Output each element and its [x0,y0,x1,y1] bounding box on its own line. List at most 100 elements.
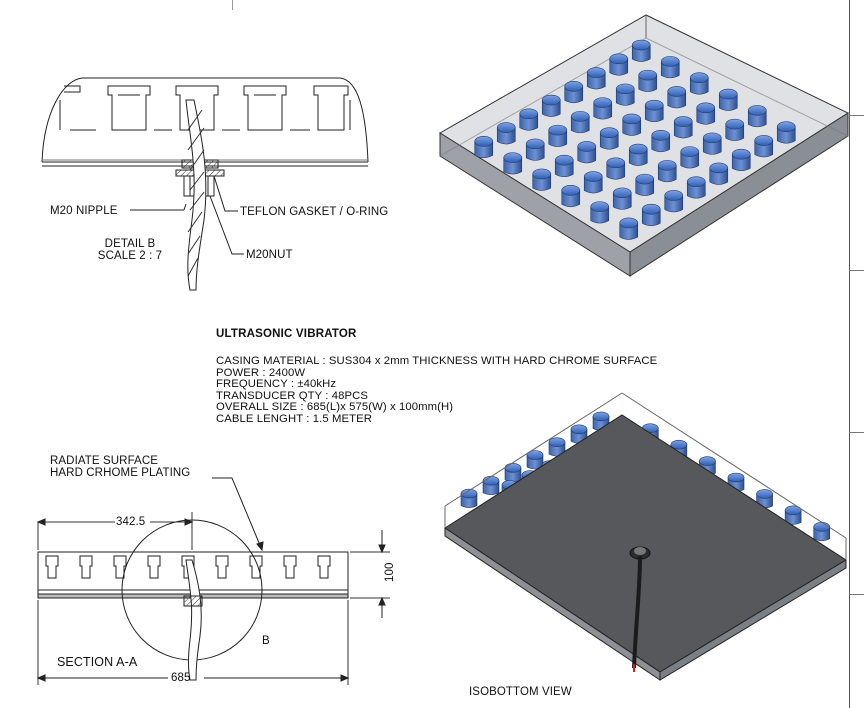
transducer [667,86,687,109]
dim-total-length: 685 [171,672,191,684]
transducer [541,94,561,117]
transducer [577,141,597,164]
transducer [599,127,619,150]
transducer [709,162,729,185]
transducer [525,138,545,161]
transducer [631,39,651,62]
transducer [583,171,603,194]
detail-b-view [41,77,369,291]
transducer [496,122,516,145]
transducer [561,184,581,208]
spec-line: CASING MATERIAL : SUS304 x 2mm THICKNESS… [216,355,658,367]
transducer [664,190,684,213]
transducer [526,450,544,470]
bottom-right-edge [659,559,847,681]
section-transducer [113,555,127,579]
transducer [731,148,751,172]
transducer [702,132,722,155]
spec-list: CASING MATERIAL : SUS304 x 2mm THICKNESS… [216,355,658,426]
transducer [725,118,745,141]
detail-b-title: DETAIL B [104,238,156,250]
transducer [776,121,796,144]
sheet-border-right [849,0,850,708]
sheet-zone-tick [849,115,864,116]
transducer [548,124,568,147]
spec-line: FREQUENCY : ±40kHz [216,378,337,391]
transducer [482,475,500,496]
transducer [686,176,706,199]
iso-bottom-view [444,392,847,681]
leader-nut [209,195,244,255]
detail-b-scale: SCALE 2 : 7 [97,250,163,262]
transducer [564,80,584,104]
transducer [673,116,693,139]
detail-transducer-row [59,85,351,131]
leader-radiate [212,477,263,551]
hard-chrome-label: HARD CRHOME PLATING [50,467,191,479]
transducer [606,157,626,180]
section-transducer [283,555,297,579]
spec-line: POWER : 2400W [216,366,306,379]
transducer [548,437,566,457]
bottom-plate [444,414,847,673]
transducer [460,488,478,508]
transducer [651,129,671,153]
section-transducer [249,555,263,579]
transducer [615,83,635,106]
sheet-zone-tick [849,270,864,271]
sheet-zone-mark [232,0,233,10]
detail-b-callout: B [262,635,270,647]
transducer [590,201,610,224]
transducer [628,143,648,166]
sheet-zone-tick [849,594,864,595]
transducer [813,521,831,542]
detail-cable-fitting [175,99,225,291]
transducer [612,187,632,210]
transducer [503,152,523,175]
transducer [754,135,774,158]
section-title: SECTION A-A [57,655,138,669]
isobottom-view-label: ISOBOTTOM VIEW [469,686,572,698]
section-a-a-view [36,477,390,685]
spec-line: CABLE LENGHT : 1.5 METER [216,412,372,425]
transducer [718,88,738,111]
section-transducer [215,555,229,579]
section-transducer [147,555,161,579]
detail-boundary-arc [41,77,369,163]
teflon-gasket-label: TEFLON GASKET / O-RING [240,206,389,218]
transducer [689,72,709,95]
transducer [586,67,606,90]
transducer [532,168,552,191]
transducer [644,99,664,123]
dim-height: 100 [384,562,396,583]
m20-nut-label: M20NUT [246,249,293,261]
transducer [570,111,590,134]
iso-top-view [439,14,850,277]
transducer [554,154,574,178]
transducer [680,146,700,169]
transducer [474,135,494,159]
transducer [660,56,680,79]
transducer-array [474,39,796,240]
product-title: ULTRASONIC VIBRATOR [216,328,357,340]
leader-gasket [213,175,238,212]
power-cable [632,555,642,669]
transducer [747,105,767,128]
transducer [519,108,539,131]
transducer [609,53,629,76]
transducer [638,69,658,92]
dim-half-width: 342.5 [116,516,146,528]
spec-line: TRANSDUCER QTY : 48PCS [216,389,369,402]
transducer [657,160,677,183]
spec-line: OVERALL SIZE : 685(L)x 575(W) x 100mm(H) [216,401,454,414]
transducer [635,173,655,196]
m20-nipple-label: M20 NIPPLE [50,205,118,217]
section-transducer [317,555,331,579]
transducer [641,203,661,227]
transducer [619,217,639,240]
section-transducer [79,555,93,579]
transducer [696,102,716,125]
transducer [593,97,613,120]
section-transducer [45,555,59,579]
